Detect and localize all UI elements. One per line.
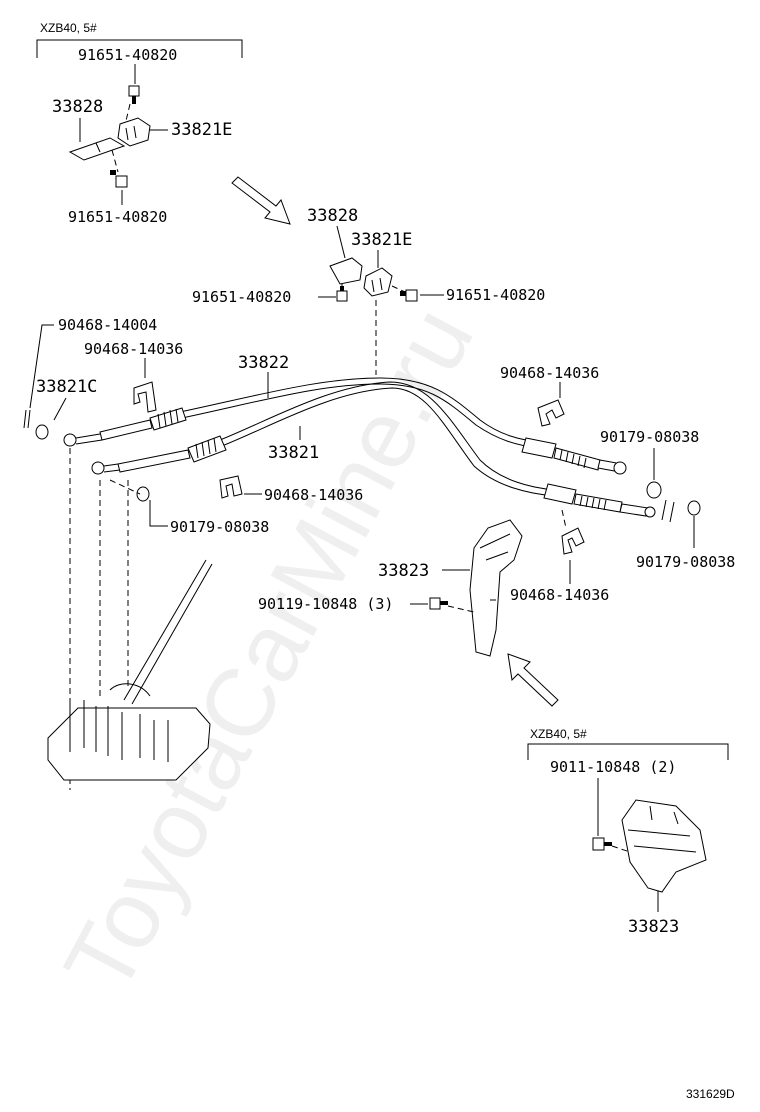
bolt-icon (128, 85, 140, 104)
leader (69, 448, 141, 790)
retainer-icon (363, 267, 393, 297)
inset-top-bracket-line (36, 39, 243, 58)
label-retainer-mid[interactable]: 33821E (351, 230, 412, 250)
leader (111, 103, 131, 173)
label-bolt-support[interactable]: 90119-10848 (3) (258, 595, 393, 613)
label-cable-lower[interactable]: 33821 (268, 443, 319, 463)
cable-end-left-upper (63, 407, 187, 447)
shifter-gate (69, 700, 169, 762)
clip-icon (537, 399, 565, 427)
label-clip-right-bottom[interactable]: 90468-14036 (510, 586, 609, 604)
cable-upper-edge (181, 383, 541, 449)
label-washer-right-bottom[interactable]: 90179-08038 (636, 553, 735, 571)
label-bolt-mid-left[interactable]: 91651-40820 (192, 288, 291, 306)
bolt-icon (592, 837, 612, 851)
inset-top: XZB40, 5# 91651-40820 33828 33821E 91651… (36, 21, 243, 226)
leader (53, 397, 67, 421)
washer-icon (646, 481, 662, 499)
washer-icon (136, 486, 150, 502)
bracket-icon (68, 137, 126, 161)
shift-lever-assembly (47, 559, 213, 781)
label-clip-left[interactable]: 90468-14036 (84, 340, 183, 358)
cluster-left: 90468-14004 90468-14036 33821C (23, 316, 183, 440)
cluster-support: 33823 90119-10848 (3) 90468-14036 (258, 509, 609, 657)
leader (447, 509, 567, 613)
cotter-pin-icon (661, 499, 675, 523)
label-bracket-support-alt[interactable]: 33823 (628, 917, 679, 937)
arrow-icon (507, 653, 559, 707)
cable-end-right-lower (543, 483, 656, 518)
label-bracket-support[interactable]: 33823 (378, 561, 429, 581)
inset-bottom-bracket-line (527, 743, 729, 760)
label-bolt-support-alt[interactable]: 9011-10848 (2) (550, 758, 676, 776)
cable-end-left-lower (91, 435, 227, 475)
label-bolt-top-lower[interactable]: 91651-40820 (68, 208, 167, 226)
cotter-pin-icon (23, 409, 31, 429)
clip-icon (219, 475, 243, 499)
figure-id: 331629D (686, 1087, 735, 1101)
shift-lever (123, 559, 213, 705)
label-retainer-top[interactable]: 33821E (171, 120, 232, 140)
cable-upper (179, 377, 541, 443)
washer-icon (35, 424, 49, 440)
bolt-icon (400, 289, 418, 302)
cables: 33822 33821 (63, 353, 656, 518)
shifter-base (47, 707, 211, 781)
label-bracket-mid[interactable]: 33828 (307, 206, 358, 226)
cable-lower-edge (221, 387, 557, 497)
shifter-pivot (109, 683, 151, 697)
clip-icon (561, 527, 585, 555)
cluster-right: 90468-14036 90179-08038 90179-08038 (500, 364, 735, 571)
clip-icon (133, 381, 157, 413)
washer-icon (687, 500, 701, 516)
leader (336, 225, 346, 259)
inset-bottom: XZB40, 5# 9011-10848 (2) 33823 (527, 727, 729, 937)
bolt-icon (429, 597, 448, 610)
note-bottom: XZB40, 5# (530, 727, 587, 741)
label-bolt-mid-right[interactable]: 91651-40820 (446, 286, 545, 304)
label-washer-right-top[interactable]: 90179-08038 (600, 428, 699, 446)
label-clip-lower-mid[interactable]: 90468-14036 (264, 486, 363, 504)
label-cable-upper[interactable]: 33822 (238, 353, 289, 373)
label-clip-left-top[interactable]: 90468-14004 (58, 316, 157, 334)
bracket-icon (329, 257, 363, 285)
retainer-icon (117, 117, 151, 147)
leader (611, 845, 631, 853)
support-bracket-icon (469, 519, 523, 657)
leader (29, 324, 54, 409)
bolt-icon (110, 170, 128, 188)
support-bracket-alt-icon (621, 799, 707, 893)
arrow-icon (231, 176, 291, 225)
label-bracket-top[interactable]: 33828 (52, 97, 103, 117)
cluster-mid: 33828 33821E 91651-40820 91651-40820 (192, 206, 545, 375)
cluster-lower-mid: 90468-14036 90179-08038 (69, 448, 363, 790)
bolt-icon (336, 286, 348, 302)
label-washer-left[interactable]: 90179-08038 (170, 518, 269, 536)
cable-lower (219, 381, 557, 491)
label-cotter-left[interactable]: 33821C (36, 377, 97, 397)
note-top: XZB40, 5# (40, 21, 97, 35)
label-clip-right-top[interactable]: 90468-14036 (500, 364, 599, 382)
cable-end-right-upper (521, 437, 627, 475)
label-bolt-top-upper[interactable]: 91651-40820 (78, 46, 177, 64)
leader (149, 500, 168, 527)
